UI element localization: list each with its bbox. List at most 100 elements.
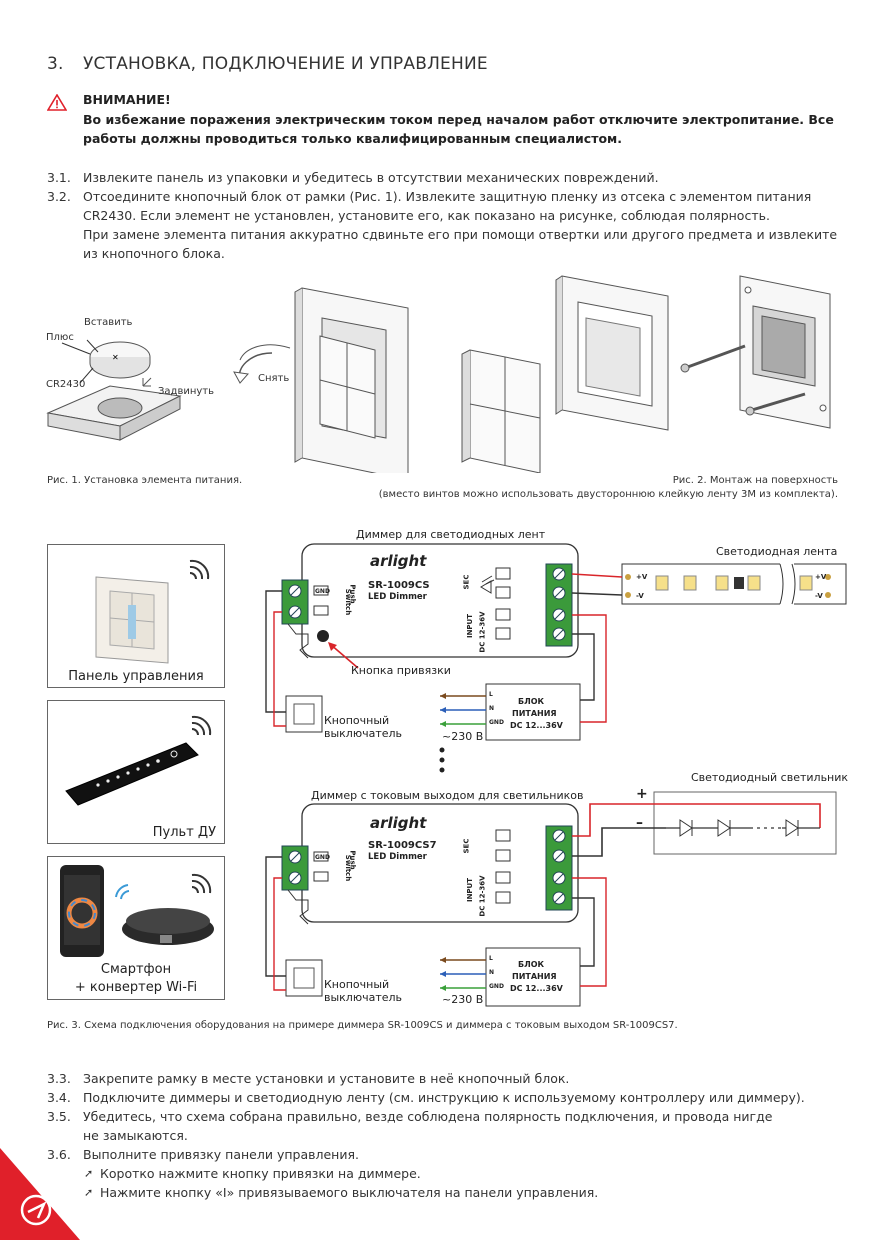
- bullet-arrow-icon: ➚: [84, 1167, 94, 1180]
- brand-logo: arlight: [370, 814, 427, 832]
- gnd-label: GND: [315, 588, 330, 595]
- psu-l: L: [489, 691, 493, 698]
- switch-caption: выключатель: [324, 727, 403, 740]
- fig1-cell-label: CR2430: [46, 379, 86, 390]
- warning-title: ВНИМАНИЕ!: [83, 92, 171, 107]
- sec-label: SEC: [462, 838, 471, 854]
- strip-vplus-right: +V: [815, 573, 827, 581]
- substep-text: Коротко нажмите кнопку привязки на димме…: [100, 1166, 421, 1181]
- panel-label: Панель управления: [68, 669, 204, 684]
- fig1-insert-label: Вставить: [84, 317, 133, 328]
- brand-corner-icon: [0, 1148, 80, 1240]
- wireless-icon: [191, 873, 212, 894]
- section-heading: 3. УСТАНОВКА, ПОДКЛЮЧЕНИЕ И УПРАВЛЕНИЕ: [47, 54, 488, 74]
- fig1-caption: Рис. 1. Установка элемента питания.: [47, 475, 243, 486]
- psu-label: DC 12...36V: [510, 721, 563, 730]
- switch-caption: выключатель: [324, 991, 403, 1004]
- lamp-title: Светодиодный светильник: [691, 771, 849, 784]
- mounting-plate-illustration: [739, 275, 831, 429]
- frame-illustration: [294, 287, 409, 473]
- strip-vplus: +V: [636, 573, 648, 581]
- dimmer2-model: SR-1009CS7: [368, 840, 437, 851]
- lamp-plus: +: [636, 786, 648, 802]
- wireless-icon: [189, 559, 210, 580]
- bullet-arrow-icon: ➚: [84, 1186, 94, 1199]
- dc-label: DC 12-36V: [478, 611, 487, 653]
- step-text: не замыкаются.: [83, 1128, 188, 1143]
- dimmer2-title: Диммер с токовым выходом для светильнико…: [311, 789, 584, 802]
- wiring-diagram: [265, 543, 847, 1007]
- input-label: INPUT: [466, 613, 475, 639]
- switch-label: Switch: [344, 854, 353, 882]
- wireless-icon: [191, 715, 212, 736]
- step-text: Отсоедините кнопочный блок от рамки (Рис…: [83, 189, 812, 204]
- dc-label: DC 12-36V: [478, 875, 487, 917]
- switch-caption: Кнопочный: [324, 714, 390, 727]
- step-text: Убедитесь, что схема собрана правильно, …: [83, 1109, 773, 1124]
- step-text: Закрепите рамку в месте установки и уста…: [83, 1071, 570, 1086]
- control-panel-image: [95, 576, 169, 664]
- lamp-minus: –: [636, 815, 643, 831]
- bind-button-label: Кнопка привязки: [351, 664, 451, 677]
- step-number: 3.1.: [47, 170, 71, 185]
- step-number: 3.2.: [47, 189, 71, 204]
- bind-button: [317, 630, 329, 642]
- remote-image: [65, 742, 199, 806]
- step-number: 3.5.: [47, 1109, 71, 1124]
- smartphone-image: [60, 865, 214, 957]
- section-number: 3.: [47, 54, 64, 74]
- dimmer1-title: Диммер для светодиодных лент: [356, 528, 546, 541]
- step-number: 3.6.: [47, 1147, 71, 1162]
- step-text: Выполните привязку панели управления.: [83, 1147, 359, 1162]
- smartphone-box: Смартфон + конвертер Wi-Fi: [47, 856, 225, 1000]
- fig2-caption-note: (вместо винтов можно использовать двусто…: [378, 489, 838, 500]
- psu-n: N: [489, 969, 495, 976]
- power-supply-1: [485, 683, 581, 741]
- psu-label: ПИТАНИЯ: [512, 972, 557, 981]
- psu-label: DC 12...36V: [510, 984, 563, 993]
- gnd-label: GND: [315, 854, 330, 861]
- switch-label: Switch: [344, 588, 353, 616]
- panel-label: + конвертер Wi-Fi: [74, 980, 198, 995]
- svg-text:✕: ✕: [112, 353, 119, 362]
- switch-caption: Кнопочный: [324, 978, 390, 991]
- surface-frame-illustration: [555, 275, 669, 431]
- strip-title: Светодиодная лента: [716, 545, 838, 558]
- fig1-remove-label: Снять: [258, 373, 290, 384]
- dimmer1-model: SR-1009CS: [368, 580, 430, 591]
- fig2-caption: Рис. 2. Монтаж на поверхность: [672, 475, 838, 486]
- psu-label: БЛОК: [518, 697, 545, 706]
- panel-label: Пульт ДУ: [152, 825, 216, 840]
- dimmer2-sub: LED Dimmer: [368, 852, 427, 862]
- fig3-caption: Рис. 3. Схема подключения оборудования н…: [47, 1020, 678, 1031]
- control-panel-box: Панель управления: [47, 544, 225, 688]
- psu-l: L: [489, 955, 493, 962]
- step-text: При замене элемента питания аккуратно сд…: [83, 227, 838, 242]
- section-title: УСТАНОВКА, ПОДКЛЮЧЕНИЕ И УПРАВЛЕНИЕ: [83, 54, 488, 74]
- psu-label: ПИТАНИЯ: [512, 709, 557, 718]
- power-supply-2: [485, 947, 581, 1007]
- panel-illustration: [461, 349, 541, 473]
- ac-label: ~230 В: [442, 730, 484, 743]
- sec-label: SEC: [462, 574, 471, 590]
- panel-label: Смартфон: [100, 962, 172, 977]
- battery-holder-illustration: ✕: [46, 341, 182, 441]
- strip-vminus-right: -V: [815, 592, 823, 600]
- psu-label: БЛОК: [518, 960, 545, 969]
- brand-logo: arlight: [370, 552, 427, 570]
- psu-n: N: [489, 705, 495, 712]
- step-text: CR2430. Если элемент не установлен, уста…: [83, 208, 770, 223]
- warning-text: Во избежание поражения электрическим ток…: [83, 112, 834, 146]
- substep-text: Нажмите кнопку «I» привязываемого выключ…: [100, 1185, 599, 1200]
- remote-box: Пульт ДУ: [47, 700, 225, 844]
- psu-gnd: GND: [489, 983, 504, 990]
- psu-gnd: GND: [489, 719, 504, 726]
- strip-vminus: -V: [636, 592, 644, 600]
- input-label: INPUT: [466, 877, 475, 903]
- step-number: 3.3.: [47, 1071, 71, 1086]
- figure-1-2-illustration: ✕: [46, 275, 831, 473]
- warning-icon: [46, 93, 68, 115]
- step-text: из кнопочного блока.: [83, 246, 225, 261]
- fig1-plus-label: Плюс: [46, 332, 74, 343]
- step-text: Извлеките панель из упаковки и убедитесь…: [83, 170, 659, 185]
